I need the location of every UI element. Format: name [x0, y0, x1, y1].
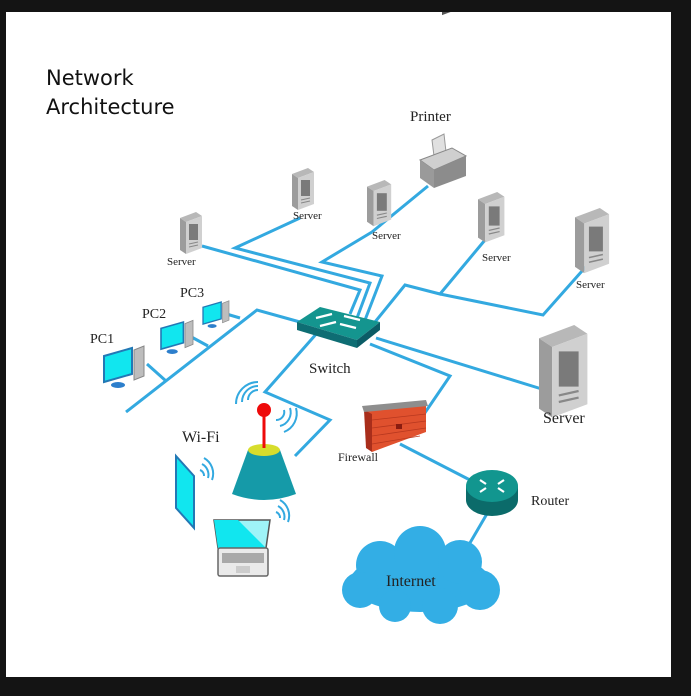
- pc2-icon: [160, 319, 194, 355]
- switch-icon: [297, 307, 380, 348]
- firewall-label: Firewall: [338, 450, 379, 464]
- server-right-a-icon: [477, 191, 505, 244]
- router-icon: [466, 470, 518, 516]
- server-large-label: Server: [543, 410, 585, 427]
- pc3-label: PC3: [180, 286, 204, 301]
- server-mid-label: Server: [372, 230, 401, 242]
- title-line-2: Architecture: [46, 95, 175, 119]
- server-right-b-icon: [574, 207, 610, 274]
- server-top-left-icon: [179, 211, 203, 255]
- link-switch-server-large: [375, 336, 546, 392]
- internet-label: Internet: [386, 573, 436, 590]
- pc2-label: PC2: [142, 307, 166, 322]
- tablet-icon: [175, 453, 215, 531]
- server-mid-icon: [366, 179, 392, 227]
- firewall-icon: [362, 400, 428, 452]
- router-label: Router: [531, 494, 569, 509]
- pc1-label: PC1: [90, 332, 114, 347]
- link-server-mid-switch: [318, 230, 385, 321]
- server-large-icon: [537, 323, 589, 419]
- link-server-righta-switch: [373, 239, 487, 323]
- diagram-title: Network Architecture: [46, 64, 175, 122]
- link-server-rightb: [439, 261, 592, 317]
- links: [125, 184, 592, 561]
- server-top-left-label: Server: [167, 256, 196, 268]
- diagram-canvas: Network Architecture: [6, 12, 671, 677]
- laptop-icon: [213, 499, 291, 577]
- server-top-mid-label: Server: [293, 210, 322, 222]
- link-switch-wifi: [262, 331, 333, 458]
- link-pc1: [145, 362, 168, 383]
- title-line-1: Network: [46, 66, 134, 90]
- pc1-icon: [103, 345, 145, 389]
- link-server-topleft-switch: [201, 244, 363, 315]
- link-switch-firewall: [369, 342, 453, 421]
- link-pc-bus: [125, 308, 301, 414]
- pc3-icon: [202, 300, 230, 329]
- network-diagram: Printer Server Server Server Server Serv…: [90, 12, 610, 624]
- link-firewall-router: [399, 442, 471, 482]
- wifi-label: Wi-Fi: [182, 429, 220, 446]
- server-right-b-label: Server: [576, 279, 605, 291]
- printer-label: Printer: [410, 109, 451, 125]
- switch-label: Switch: [309, 361, 351, 377]
- printer-icon: [418, 12, 468, 188]
- link-printer: [371, 184, 429, 234]
- link-server-top-switch: [230, 216, 372, 319]
- internet-cloud-icon: [342, 526, 500, 624]
- server-top-mid-icon: [291, 167, 315, 211]
- server-right-a-label: Server: [482, 252, 511, 264]
- wifi-access-point-icon: [232, 381, 298, 500]
